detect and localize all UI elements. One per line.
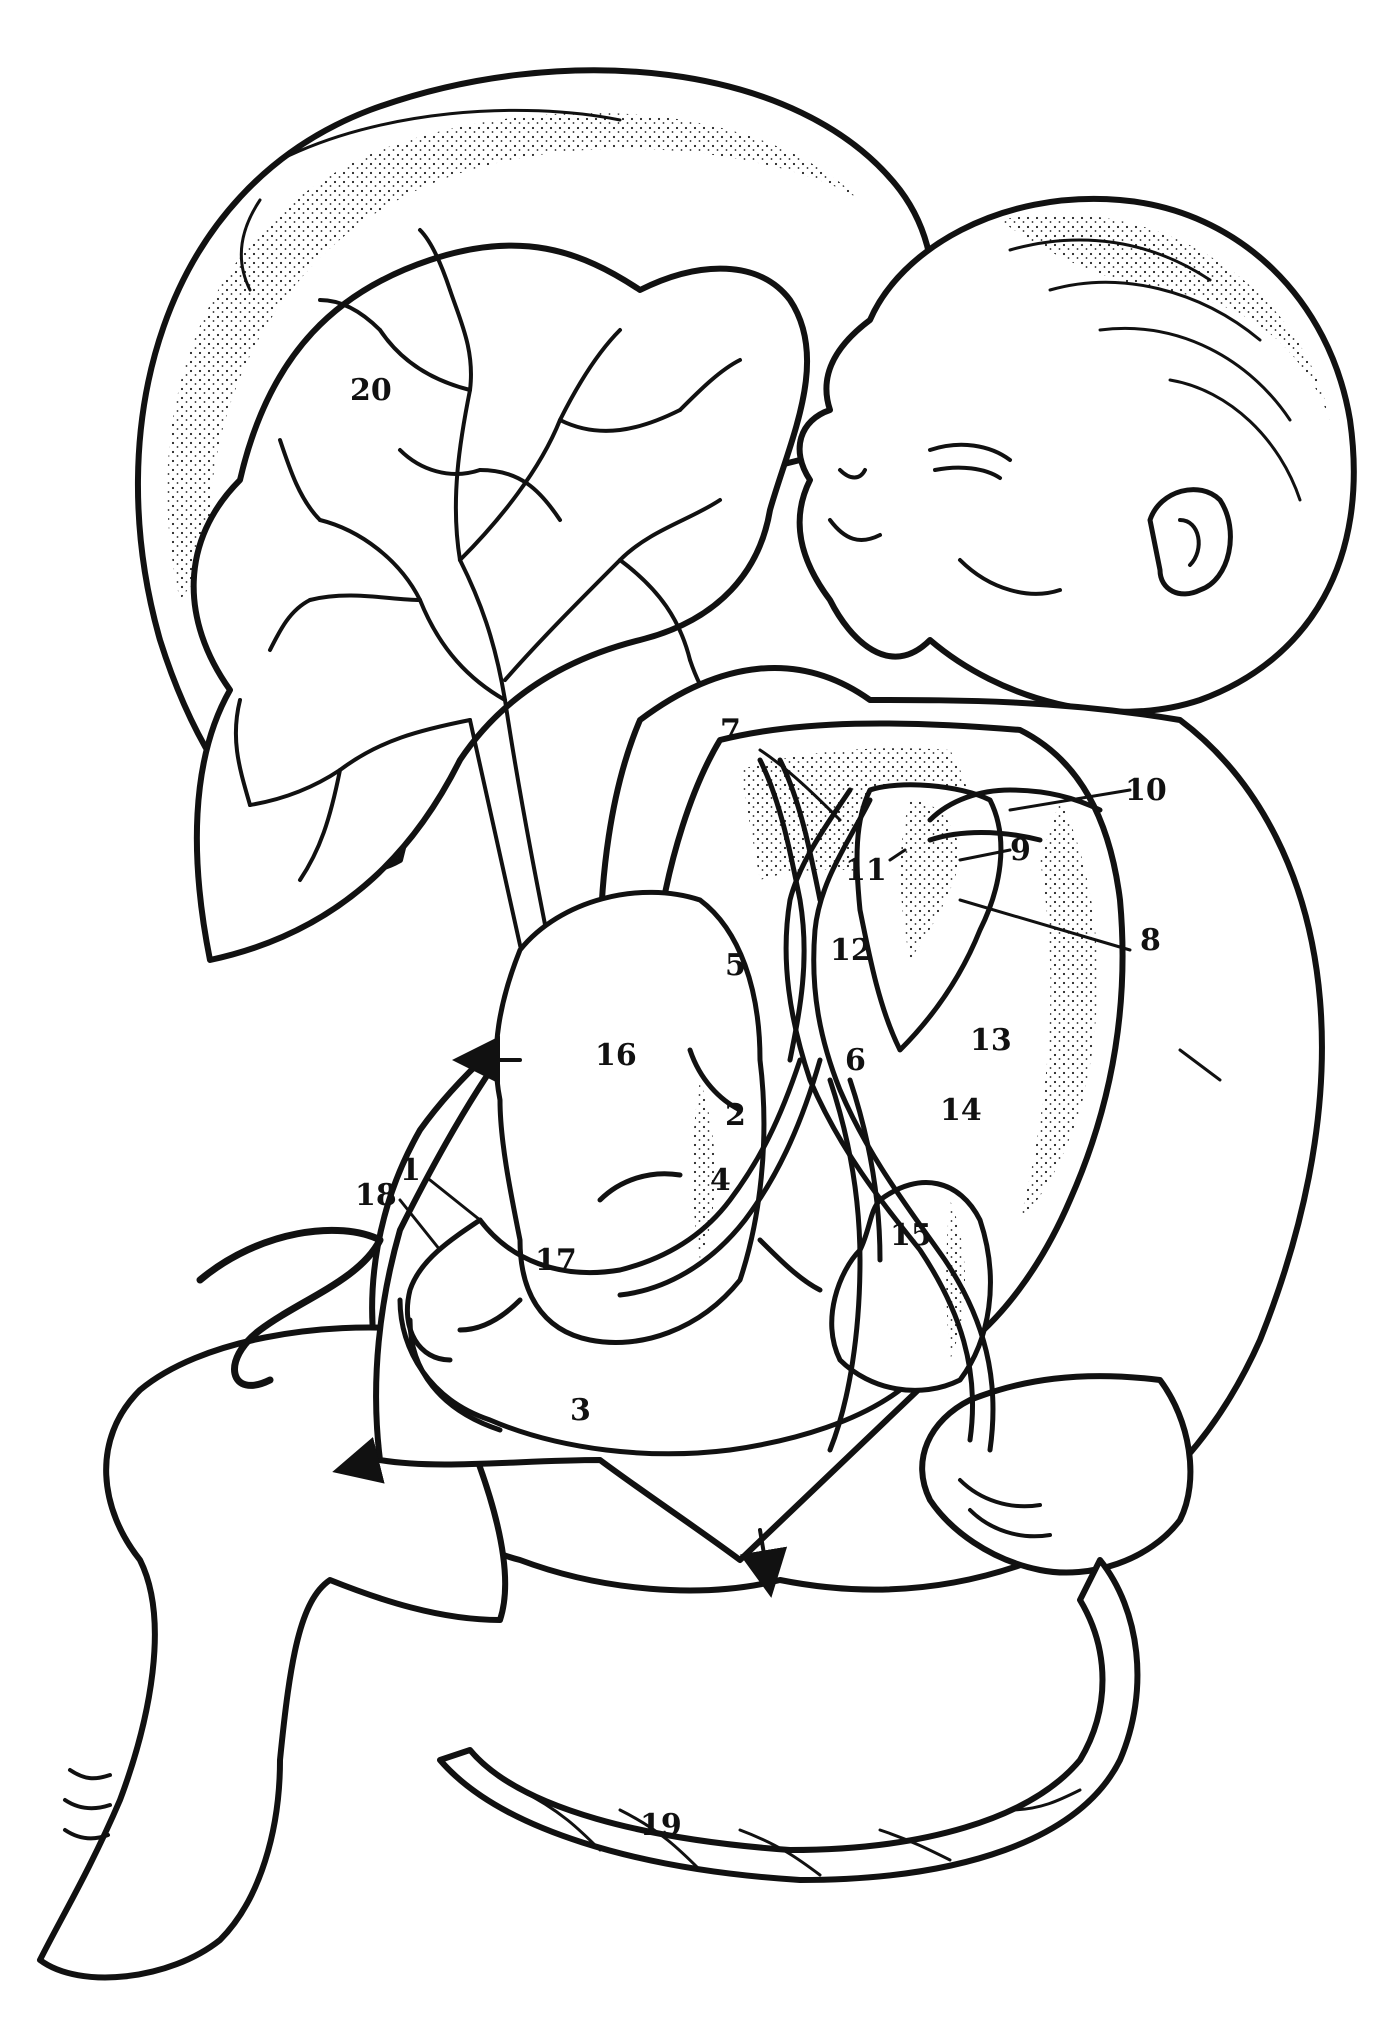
label-11: 11 [845,853,887,888]
label-14: 14 [940,1093,982,1128]
label-17: 17 [535,1243,577,1278]
label-3: 3 [570,1393,591,1428]
label-13: 13 [970,1023,1012,1058]
label-12: 12 [830,933,872,968]
label-5: 5 [725,948,746,983]
label-16: 16 [595,1038,637,1073]
label-19: 19 [640,1808,682,1843]
ear [1150,490,1230,594]
label-9: 9 [1010,833,1031,868]
label-6: 6 [845,1043,866,1078]
label-4: 4 [710,1163,731,1198]
label-7: 7 [720,713,741,748]
label-8: 8 [1140,923,1161,958]
label-20: 20 [350,373,392,408]
label-15: 15 [890,1218,932,1253]
label-18: 18 [355,1178,397,1213]
label-2: 2 [725,1098,746,1133]
label-1: 1 [400,1153,421,1188]
label-10: 10 [1125,773,1167,808]
